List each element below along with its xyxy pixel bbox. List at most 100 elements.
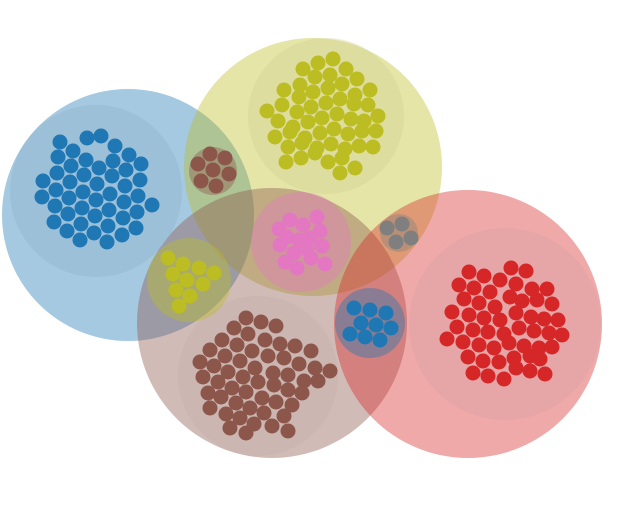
data-dot-g3-33 (554, 327, 570, 343)
data-dot-g2-25 (195, 369, 211, 385)
data-dot-g2-13 (244, 343, 260, 359)
data-dot-g0-39 (100, 218, 116, 234)
data-dot-g2-40 (268, 394, 284, 410)
data-dot-g0-10 (63, 158, 79, 174)
data-dot-g1-44 (351, 138, 367, 154)
data-dot-g2-15 (276, 350, 292, 366)
data-dot-g2-17 (206, 358, 222, 374)
data-dot-g0-9 (133, 156, 149, 172)
data-dot-g0-23 (102, 186, 118, 202)
data-dot-g1-15 (259, 103, 275, 119)
data-dot-g6-3 (206, 265, 222, 281)
data-dot-g8-2 (388, 234, 404, 250)
data-dot-g2-22 (322, 363, 338, 379)
data-dot-g2-14 (260, 348, 276, 364)
data-dot-g2-20 (291, 356, 307, 372)
data-dot-g0-45 (99, 234, 115, 250)
data-dot-g0-26 (61, 190, 77, 206)
data-dot-g4-3 (309, 209, 325, 225)
data-dot-g6-9 (171, 298, 187, 314)
data-dot-g2-48 (232, 410, 248, 426)
data-dot-g4-2 (295, 217, 311, 233)
data-dot-g1-3 (338, 61, 354, 77)
data-dot-g1-4 (307, 69, 323, 85)
data-dot-g0-19 (89, 176, 105, 192)
data-dot-g2-51 (222, 420, 238, 436)
data-dot-g2-11 (303, 343, 319, 359)
data-dot-g0-25 (34, 189, 50, 205)
data-dot-g1-12 (334, 76, 350, 92)
data-dot-g2-19 (247, 360, 263, 376)
data-dot-g3-2 (503, 260, 519, 276)
data-dot-g6-0 (160, 250, 176, 266)
data-dot-g5-1 (362, 302, 378, 318)
data-dot-g2-43 (202, 400, 218, 416)
data-dot-g1-34 (312, 125, 328, 141)
data-dot-g1-31 (267, 129, 283, 145)
data-dot-g2-21 (307, 360, 323, 376)
data-dot-g3-8 (508, 276, 524, 292)
data-dots (34, 51, 570, 441)
data-dot-g1-5 (292, 77, 308, 93)
data-dot-g3-0 (461, 264, 477, 280)
data-dot-g3-42 (460, 349, 476, 365)
data-dot-g2-42 (284, 397, 300, 413)
data-dot-g3-4 (492, 272, 508, 288)
data-dot-g0-0 (52, 134, 68, 150)
data-dot-g1-26 (314, 110, 330, 126)
data-dot-g0-13 (49, 165, 65, 181)
data-dot-g2-24 (265, 365, 281, 381)
data-dot-g0-43 (114, 227, 130, 243)
data-dot-g6-8 (182, 288, 198, 304)
data-dot-g7-3 (205, 162, 221, 178)
data-dot-g3-24 (536, 311, 552, 327)
data-dot-g0-17 (35, 173, 51, 189)
data-dot-g2-41 (228, 395, 244, 411)
data-dot-g1-48 (307, 145, 323, 161)
data-dot-g7-0 (202, 146, 218, 162)
data-dot-g2-2 (226, 320, 242, 336)
data-dot-g1-27 (329, 106, 345, 122)
data-dot-g7-4 (221, 166, 237, 182)
data-dot-g1-47 (293, 150, 309, 166)
data-dot-g3-36 (471, 337, 487, 353)
data-dot-g3-44 (491, 354, 507, 370)
data-dot-g1-46 (278, 154, 294, 170)
data-dot-g2-27 (235, 369, 251, 385)
data-dot-g3-23 (523, 309, 539, 325)
data-dot-g2-46 (256, 405, 272, 421)
data-dot-g1-32 (282, 124, 298, 140)
data-dot-g2-1 (268, 318, 284, 334)
data-dot-g3-14 (502, 289, 518, 305)
data-dot-g3-10 (539, 281, 555, 297)
data-dot-g0-33 (129, 204, 145, 220)
data-dot-g1-1 (310, 55, 326, 71)
data-dot-g1-16 (274, 97, 290, 113)
data-dot-g0-42 (86, 225, 102, 241)
data-dot-g3-13 (487, 299, 503, 315)
data-dot-g1-10 (305, 84, 321, 100)
data-dot-g0-29 (144, 197, 160, 213)
data-dot-g2-16 (192, 354, 208, 370)
data-dot-g3-50 (496, 371, 512, 387)
data-dot-g4-12 (277, 254, 293, 270)
cluster-circle-outer-3 (334, 190, 602, 458)
data-dot-g6-2 (191, 260, 207, 276)
data-dot-g2-33 (266, 377, 282, 393)
data-dot-g0-27 (88, 192, 104, 208)
data-dot-g2-53 (280, 423, 296, 439)
data-dot-g4-15 (317, 256, 333, 272)
data-dot-g0-41 (59, 223, 75, 239)
data-dot-g2-36 (280, 382, 296, 398)
data-dot-g0-30 (47, 198, 63, 214)
data-dot-g2-9 (202, 342, 218, 358)
data-dot-g3-53 (537, 366, 553, 382)
data-dot-g2-52 (238, 425, 254, 441)
data-dot-g3-1 (476, 268, 492, 284)
data-dot-g1-18 (303, 99, 319, 115)
data-dot-g5-4 (368, 317, 384, 333)
data-dot-g2-7 (272, 336, 288, 352)
data-dot-g1-25 (300, 114, 316, 130)
data-dot-g3-25 (550, 312, 566, 328)
